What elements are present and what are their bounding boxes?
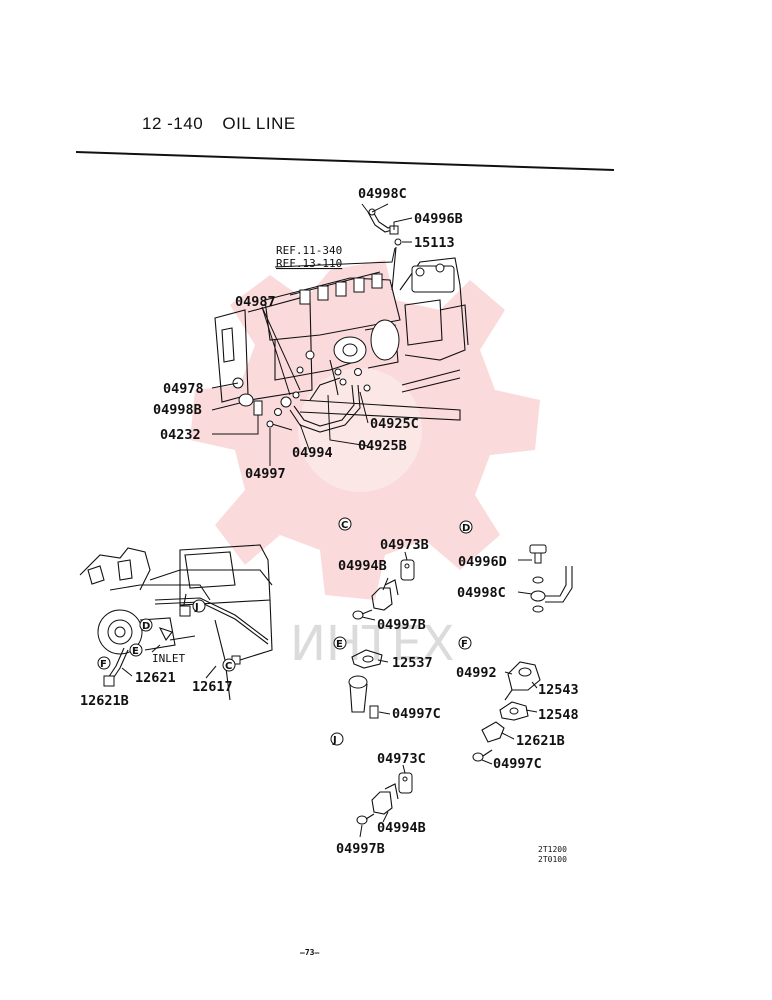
part-label-04996B: 04996B	[414, 211, 463, 227]
part-label-04925B: 04925B	[358, 438, 407, 454]
detail-f-part-04997C: 04997C	[493, 756, 542, 772]
detail-f-part-04992: 04992	[456, 665, 497, 681]
part-label-12617: 12617	[192, 679, 233, 695]
detail-f-part-12543: 12543	[538, 682, 579, 698]
engine-markers: J D E F C	[97, 599, 236, 672]
watermark-logo	[190, 260, 540, 600]
detail-d-marker: D	[462, 523, 470, 534]
detail-j-part-04994B: 04994B	[377, 820, 426, 836]
detail-c-part-04994B: 04994B	[338, 558, 387, 574]
svg-text:E: E	[132, 646, 139, 657]
detail-view-d: D	[459, 520, 573, 613]
svg-text:F: F	[100, 659, 107, 670]
svg-text:J: J	[194, 602, 199, 613]
ref-label-2: REF.13-110	[276, 257, 342, 270]
detail-f-marker: F	[461, 639, 468, 650]
code-2t1200: 2T1200	[538, 845, 567, 854]
part-label-15113: 15113	[414, 235, 455, 251]
part-label-04232: 04232	[160, 427, 201, 443]
detail-e-part-12537: 12537	[392, 655, 433, 671]
detail-j-marker: J	[332, 735, 337, 746]
engine-drawing	[79, 544, 273, 701]
ref-label-1: REF.11-340	[276, 244, 342, 257]
detail-view-e: E	[333, 636, 391, 719]
detail-d-part-04996D: 04996D	[458, 554, 507, 570]
part-label-04987: 04987	[235, 294, 276, 310]
detail-c-part-04973B: 04973B	[380, 537, 429, 553]
detail-e-part-04997C: 04997C	[392, 706, 441, 722]
svg-text:C: C	[225, 661, 232, 672]
part-label-04998B: 04998B	[153, 402, 202, 418]
detail-j-part-04973C: 04973C	[377, 751, 426, 767]
detail-f-part-12548: 12548	[538, 707, 579, 723]
detail-j-part-04997B: 04997B	[336, 841, 385, 857]
section-number: 12 -140	[142, 114, 204, 133]
part-label-04998C: 04998C	[358, 186, 407, 202]
injection-pump-drawing	[214, 208, 469, 433]
part-label-04994: 04994	[292, 445, 333, 461]
detail-view-j: J	[330, 732, 413, 838]
svg-text:D: D	[142, 621, 150, 632]
detail-f-part-12621B: 12621B	[516, 733, 565, 749]
detail-view-c: C	[338, 517, 415, 621]
part-label-04978: 04978	[163, 381, 204, 397]
detail-c-part-04997B: 04997B	[377, 617, 426, 633]
detail-e-marker: E	[336, 639, 343, 650]
inlet-label: INLET	[152, 652, 185, 665]
part-label-12621: 12621	[135, 670, 176, 686]
detail-view-f: F	[458, 636, 541, 765]
header-rule	[75, 151, 615, 171]
code-2t0100: 2T0100	[538, 855, 567, 864]
page-title: OIL LINE	[222, 114, 296, 133]
part-label-12621B: 12621B	[80, 693, 129, 709]
page-number: —73—	[300, 948, 319, 957]
part-label-04925C: 04925C	[370, 416, 419, 432]
detail-d-part-04998C: 04998C	[457, 585, 506, 601]
part-label-04997: 04997	[245, 466, 286, 482]
leader-lines	[211, 203, 413, 466]
page-header: 12 -140 OIL LINE	[142, 114, 296, 134]
watermark-text: ИНТЕХ	[290, 616, 455, 672]
detail-c-marker: C	[341, 520, 348, 531]
